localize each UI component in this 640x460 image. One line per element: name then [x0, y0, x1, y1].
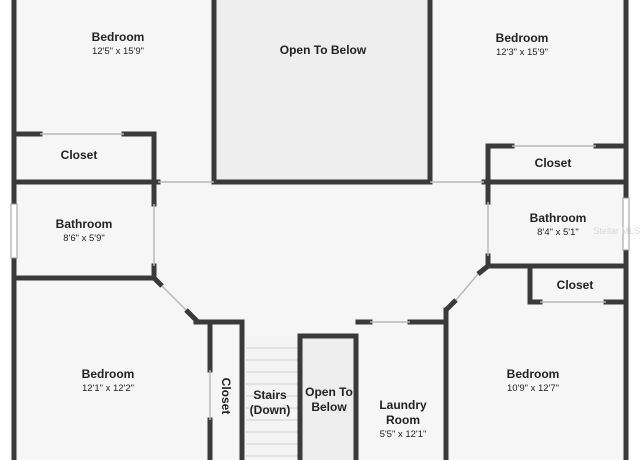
bedroom-top-left-name: Bedroom [92, 30, 145, 44]
watermark: Stellar MLS [593, 226, 640, 236]
closet-right-lower-label: Closet [557, 278, 594, 292]
stairs-label-line1: Stairs [253, 388, 287, 402]
open-to-below-small-area [302, 338, 356, 460]
bedroom-bottom-right-dims: 10'9" x 12'7" [507, 383, 559, 394]
bedroom-top-right-name: Bedroom [496, 31, 549, 45]
laundry-line1: Laundry [379, 398, 427, 412]
laundry-line2: Room [386, 413, 420, 427]
stairs-area [246, 336, 300, 460]
bedroom-top-left-dims: 12'5" x 15'9" [92, 46, 144, 57]
door-openings [40, 133, 606, 420]
closet-right-upper-label: Closet [535, 156, 572, 170]
bedroom-top-right-dims: 12'3" x 15'9" [496, 47, 548, 58]
open-to-below-small-line2: Below [311, 400, 347, 414]
bedroom-bottom-left-name: Bedroom [82, 367, 135, 381]
open-to-below-small-line1: Open To [305, 385, 353, 399]
bedroom-bottom-right-name: Bedroom [507, 367, 560, 381]
angled-walls [152, 264, 490, 324]
stairs-label-line2: (Down) [250, 403, 291, 417]
open-to-below-area [214, 0, 430, 182]
bathroom-left-name: Bathroom [56, 217, 113, 231]
windows [10, 197, 630, 259]
bedroom-bottom-left-dims: 12'1" x 12'2" [82, 383, 134, 394]
laundry-dims: 5'5" x 12'1" [380, 429, 427, 440]
bathroom-right-dims: 8'4" x 5'1" [537, 227, 579, 238]
window-right-bath [622, 197, 630, 251]
bathroom-left-dims: 8'6" x 5'9" [63, 233, 105, 244]
open-to-below-top-label: Open To Below [280, 43, 367, 57]
bathroom-right-name: Bathroom [530, 211, 587, 225]
closet-left-label: Closet [61, 148, 98, 162]
stair-treads [246, 347, 300, 457]
window-left-bath [10, 203, 18, 259]
closet-vertical-label: Closet [219, 378, 233, 415]
